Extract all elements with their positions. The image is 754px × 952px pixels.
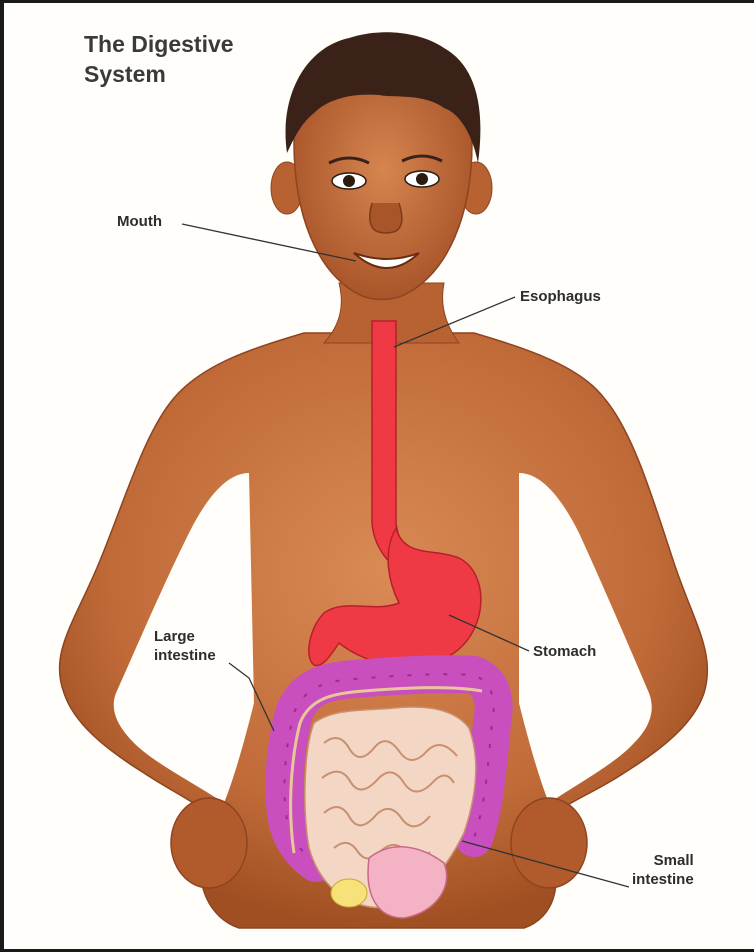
title-line-1: The Digestive [84, 31, 234, 57]
label-stomach: Stomach [533, 642, 596, 661]
label-small-line-2: intestine [632, 871, 694, 888]
label-small-intestine: Small intestine [632, 851, 694, 889]
label-mouth: Mouth [117, 212, 162, 231]
label-large-line-1: Large [154, 628, 195, 645]
head [271, 32, 492, 299]
title-line-2: System [84, 61, 166, 87]
label-small-line-1: Small [654, 852, 694, 869]
left-hand [171, 798, 247, 888]
label-esophagus: Esophagus [520, 287, 601, 306]
right-hand [511, 798, 587, 888]
digestive-illustration [4, 3, 754, 949]
label-large-line-2: intestine [154, 647, 216, 664]
label-large-intestine: Large intestine [154, 627, 216, 665]
nose [370, 203, 402, 233]
